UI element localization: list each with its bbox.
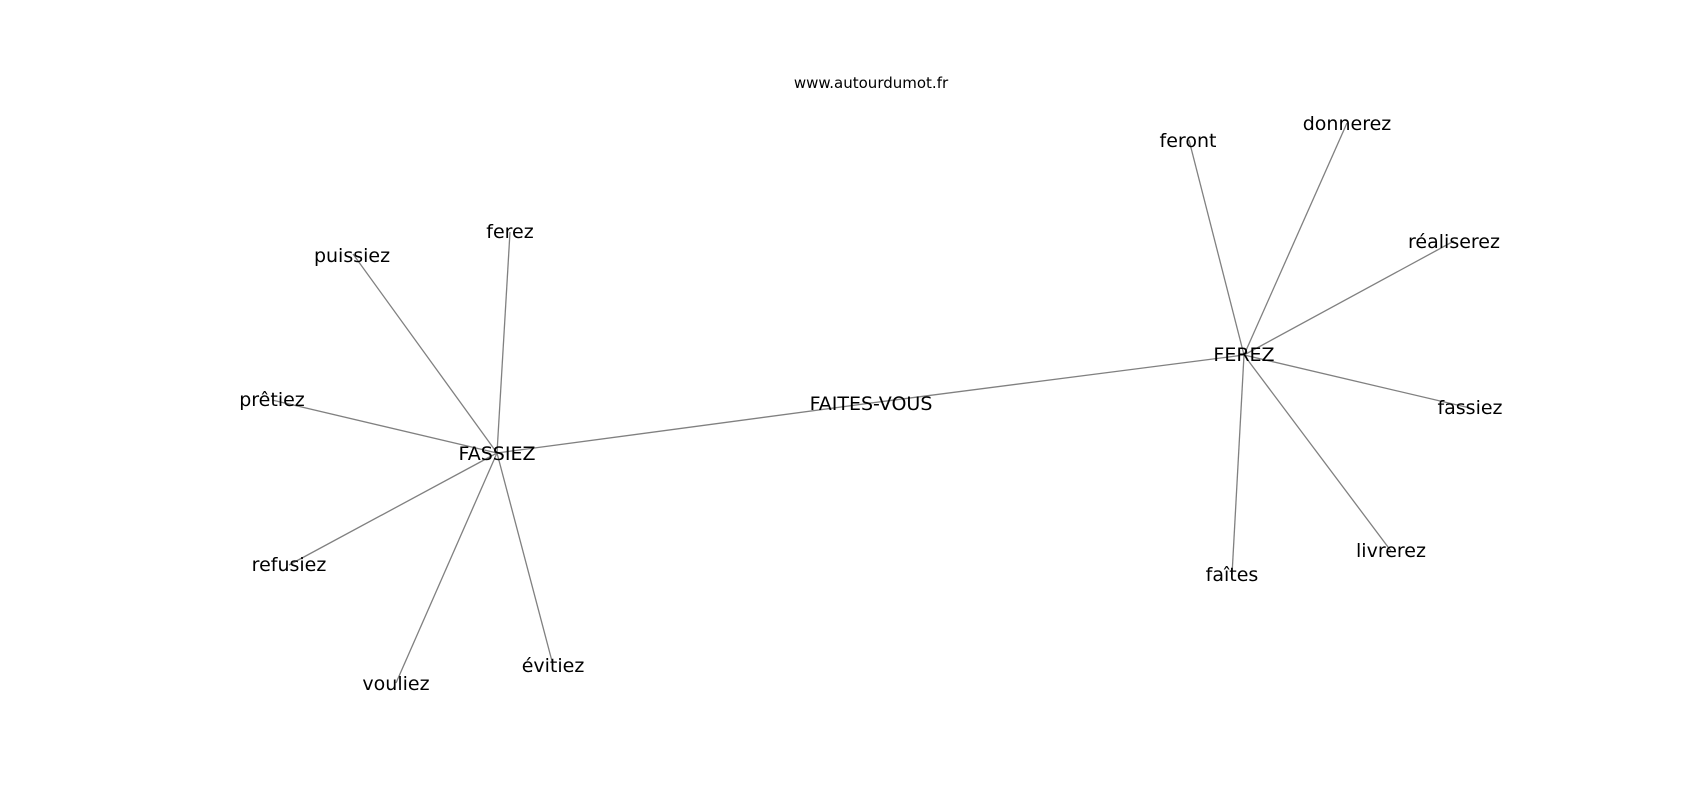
node-realiserez: réaliserez [1408,231,1500,253]
edge-ferez-livrerez [1243,354,1392,552]
node-faites-small: faîtes [1206,564,1259,586]
edge-fassiez-puissiez [352,253,498,454]
node-livrerez: livrerez [1356,540,1426,562]
node-faites-vous: FAITES-VOUS [810,393,933,415]
edge-fassiez-evitiez [496,452,554,666]
edge-ferez-donnerez [1243,122,1348,356]
edge-fassiez-ferez [496,231,511,454]
edge-fassiez-pretiez [271,399,498,454]
edge-ferez-realiserez [1243,240,1455,356]
edge-faites-vous-ferez [870,354,1245,404]
labels: www.autourdumot.fr FAITES-VOUS FASSIEZ p… [239,74,1502,695]
node-evitiez: évitiez [522,655,585,677]
watermark-text: www.autourdumot.fr [794,74,949,92]
node-feront: feront [1160,130,1217,152]
node-donnerez: donnerez [1303,113,1392,135]
edges [271,122,1471,684]
edge-ferez-fassiez [1243,354,1471,409]
node-vouliez: vouliez [362,673,429,695]
node-ferez-hub: FEREZ [1213,344,1274,366]
edge-fassiez-refusiez [288,452,498,566]
node-puissiez: puissiez [314,245,390,267]
edge-fassiez-vouliez [395,452,498,684]
node-refusiez: refusiez [252,554,327,576]
node-fassiez-small: fassiez [1437,397,1502,419]
edge-fassiez-faites-vous [496,402,872,454]
node-ferez-small: ferez [486,221,533,243]
edge-ferez-faites [1231,354,1245,576]
node-fassiez-hub: FASSIEZ [459,443,536,465]
node-pretiez: prêtiez [239,389,305,411]
edge-ferez-feront [1188,139,1245,356]
